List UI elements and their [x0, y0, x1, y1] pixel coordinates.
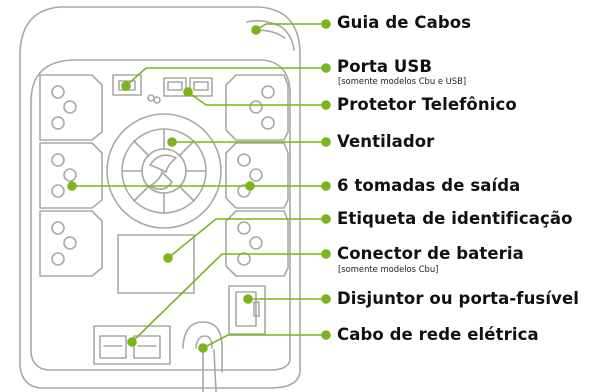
device-panel-outline [30, 59, 291, 371]
label-power-cord: Cabo de rede elétrica [337, 325, 539, 344]
label-fan: Ventilador [337, 132, 435, 151]
label-id-label: Etiqueta de identificação [337, 209, 573, 228]
outlet-right-3 [225, 210, 289, 277]
power-cord [182, 321, 223, 392]
id-label-area [117, 234, 195, 294]
battery-connector [93, 325, 171, 365]
leader-id-label [163, 214, 331, 263]
leader-fan [167, 137, 331, 147]
label-cable-guide: Guia de Cabos [337, 13, 472, 32]
outlet-left-1 [39, 74, 103, 141]
breaker [228, 285, 266, 335]
leader-breaker [243, 294, 331, 304]
outlet-right-2 [225, 142, 289, 209]
outlet-left-2 [39, 142, 103, 209]
label-outlets: 6 tomadas de saída [337, 176, 521, 195]
phone-protector [163, 77, 213, 97]
note-usb-port: [somente modelos Cbu e USB] [338, 76, 467, 86]
leader-power-cord [198, 330, 331, 353]
label-battery-connector: Conector de bateria [337, 244, 524, 263]
note-battery-connector: [somente modelos Cbu] [338, 264, 439, 274]
leader-battery-connector [127, 249, 331, 347]
label-phone-protector: Protetor Telefônico [337, 95, 517, 114]
device-body-outline [19, 6, 301, 389]
cable-guide-slot [246, 19, 295, 51]
outlet-right-1 [225, 74, 289, 141]
fan [106, 113, 222, 229]
leader-outlets [67, 181, 331, 191]
leader-usb-port [121, 63, 331, 91]
label-usb-port: Porta USB [337, 57, 433, 76]
label-breaker: Disjuntor ou porta-fusível [337, 289, 580, 308]
leader-phone-protector [183, 87, 331, 110]
leader-cable-guide [251, 19, 331, 35]
outlet-left-3 [39, 210, 103, 277]
